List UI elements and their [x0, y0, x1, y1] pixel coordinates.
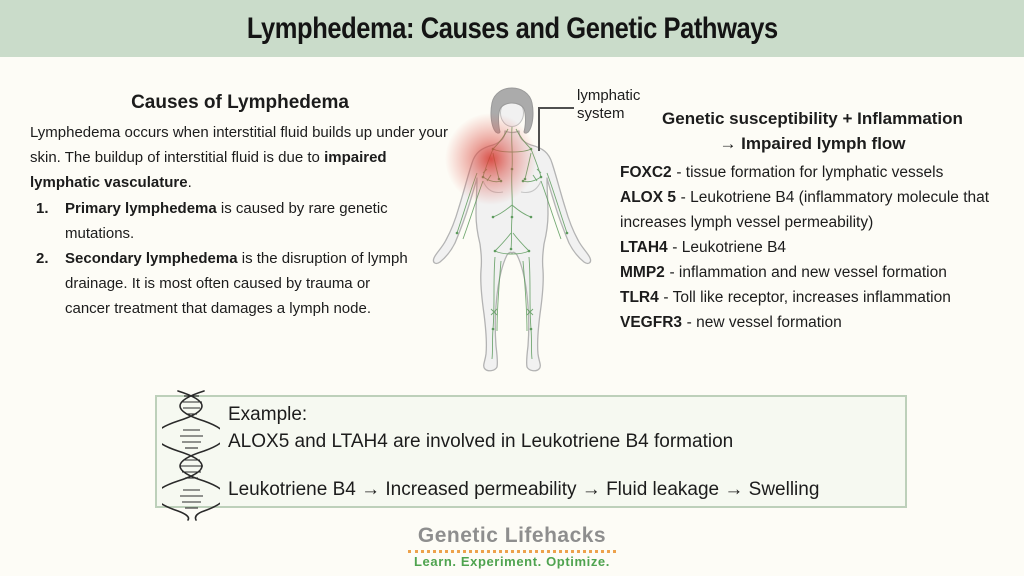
gene-description: - Leukotriene B4	[672, 239, 787, 256]
genetics-heading-line-1: Genetic susceptibility + Inflammation	[662, 109, 963, 128]
lymphatic-system-label: lymphatic system	[577, 87, 640, 123]
intro-bold-text: impaired lymphatic vasculature	[30, 149, 387, 191]
list-item-text: Primary lymphedema is caused by rare gen…	[65, 196, 410, 246]
label-line-1: lymphatic	[577, 87, 641, 104]
genetics-heading: Genetic susceptibility + Inflammation → …	[620, 106, 1005, 156]
list-item: 1. Primary lymphedema is caused by rare …	[36, 196, 450, 246]
gene-row: VEGFR3- new vessel formation	[620, 310, 998, 335]
list-item-bold: Primary lymphedema	[65, 200, 217, 217]
intro-period: .	[187, 174, 192, 191]
gene-list: FOXC2- tissue formation for lymphatic ve…	[620, 160, 998, 335]
gene-name: TLR4	[620, 289, 659, 306]
causes-intro: Lymphedema occurs when interstitial flui…	[30, 120, 450, 195]
gene-name: LTAH4	[620, 239, 668, 256]
gene-row: MMP2- inflammation and new vessel format…	[620, 260, 998, 285]
human-body-figure	[432, 87, 592, 372]
list-item-rest: is caused by rare genetic mutations.	[65, 200, 388, 242]
list-item-text: Secondary lymphedema is the disruption o…	[65, 246, 410, 321]
gene-description: - Leukotriene B4 (inflammatory molecule …	[620, 189, 990, 231]
label-connector-line	[538, 107, 574, 151]
list-item-bold: Secondary lymphedema	[65, 250, 238, 267]
causes-list: 1. Primary lymphedema is caused by rare …	[36, 196, 450, 321]
gene-row: ALOX 5- Leukotriene B4 (inflammatory mol…	[620, 185, 998, 235]
list-item-number: 1.	[36, 200, 49, 217]
list-item: 2. Secondary lymphedema is the disruptio…	[36, 246, 450, 321]
footer-logo: Genetic Lifehacks Learn. Experiment. Opt…	[0, 524, 1024, 569]
brand-name: Genetic Lifehacks	[417, 524, 607, 547]
example-box	[155, 395, 907, 508]
header-bar: Lymphedema: Causes and Genetic Pathways	[0, 0, 1024, 57]
brand-tagline: Learn. Experiment. Optimize.	[414, 554, 610, 569]
dna-icon	[162, 390, 220, 521]
genetics-heading-line-2: → Impaired lymph flow	[719, 134, 906, 153]
gene-name: MMP2	[620, 264, 665, 281]
causes-section: Causes of Lymphedema Lymphedema occurs w…	[30, 92, 450, 321]
gene-description: - new vessel formation	[686, 314, 842, 331]
genetics-section: Genetic susceptibility + Inflammation → …	[620, 106, 1005, 335]
inflammation-glow	[445, 113, 537, 205]
gene-name: ALOX 5	[620, 189, 676, 206]
gene-row: TLR4- Toll like receptor, increases infl…	[620, 285, 998, 310]
dotted-divider	[408, 550, 616, 553]
gene-name: FOXC2	[620, 164, 672, 181]
example-text: Example: ALOX5 and LTAH4 are involved in…	[228, 401, 893, 503]
page-title: Lymphedema: Causes and Genetic Pathways	[246, 11, 778, 45]
gene-row: FOXC2- tissue formation for lymphatic ve…	[620, 160, 998, 185]
dna-rungs	[180, 395, 203, 509]
list-item-rest: is the disruption of lymph drainage. It …	[65, 250, 408, 317]
example-line-3: Leukotriene B4 → Increased permeability …	[228, 479, 820, 500]
gene-description: - inflammation and new vessel formation	[669, 264, 947, 281]
example-line-1: Example:	[228, 404, 308, 425]
example-line-2: ALOX5 and LTAH4 are involved in Leukotri…	[228, 431, 734, 452]
gene-row: LTAH4- Leukotriene B4	[620, 235, 998, 260]
gene-description: - tissue formation for lymphatic vessels	[676, 164, 944, 181]
causes-heading: Causes of Lymphedema	[131, 92, 349, 113]
gene-name: VEGFR3	[620, 314, 683, 331]
label-line-2: system	[577, 105, 625, 122]
list-item-number: 2.	[36, 250, 49, 267]
gene-description: - Toll like receptor, increases inflamma…	[663, 289, 951, 306]
intro-text: Lymphedema occurs when interstitial flui…	[30, 124, 449, 166]
